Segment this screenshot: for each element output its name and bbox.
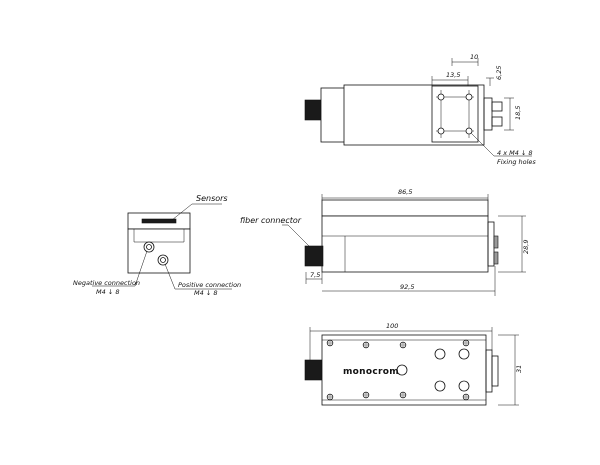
negative-connection-label: Negative connection (73, 279, 140, 287)
sensor-strip (141, 218, 177, 224)
top-view-body (343, 84, 485, 146)
top-view-connector (304, 99, 323, 121)
dim-top-10: 10 (470, 53, 478, 61)
negative-thread-label: M4 ↓ 8 (96, 288, 119, 296)
bottom-view-screws (326, 339, 470, 401)
sensors-label: Sensors (196, 194, 228, 203)
dim-side-7-5: 7,5 (310, 271, 320, 279)
dim-side-92-5: 92,5 (400, 283, 414, 291)
front-view: Sensors Negative connection M4 ↓ 8 Posit… (73, 194, 241, 297)
fiber-connector-label: fiber connector (240, 216, 302, 225)
fixing-holes-note: Fixing holes (497, 158, 536, 166)
dim-top-18-5: 18,5 (514, 106, 522, 120)
positive-thread-label: M4 ↓ 8 (194, 289, 217, 297)
positive-connection-terminal (157, 254, 169, 266)
dim-side-28-9: 28,9 (522, 240, 530, 254)
dim-bottom-31: 31 (515, 365, 523, 373)
side-view-top-plate (321, 199, 489, 217)
top-view-collar (320, 87, 346, 143)
dim-bottom-100: 100 (386, 322, 398, 330)
positive-connection-label: Positive connection (178, 281, 241, 289)
bottom-view-holes (396, 348, 470, 392)
fixing-holes (437, 93, 473, 135)
brand-logo: monocrom (343, 367, 399, 377)
top-view-plate (431, 85, 479, 143)
bottom-view-connector (304, 359, 323, 381)
dim-top-6-25: 6,25 (495, 66, 503, 80)
front-view-body (127, 228, 191, 274)
side-view-fiber-connector (304, 245, 324, 267)
dim-top-13-5: 13,5 (446, 71, 460, 79)
bottom-view: monocrom 100 31 (304, 322, 523, 406)
dim-side-86-5: 86,5 (398, 188, 412, 196)
negative-connection-terminal (143, 241, 155, 253)
fixing-thread-note: 4 x M4 ↓ 8 (497, 149, 533, 157)
side-view: 86,5 28,9 7,5 92,5 fiber connector (240, 188, 530, 296)
side-view-body (321, 215, 489, 273)
top-view: 10 13,5 6,25 18,5 4 x M4 ↓ 8 Fixing hole… (304, 53, 536, 166)
